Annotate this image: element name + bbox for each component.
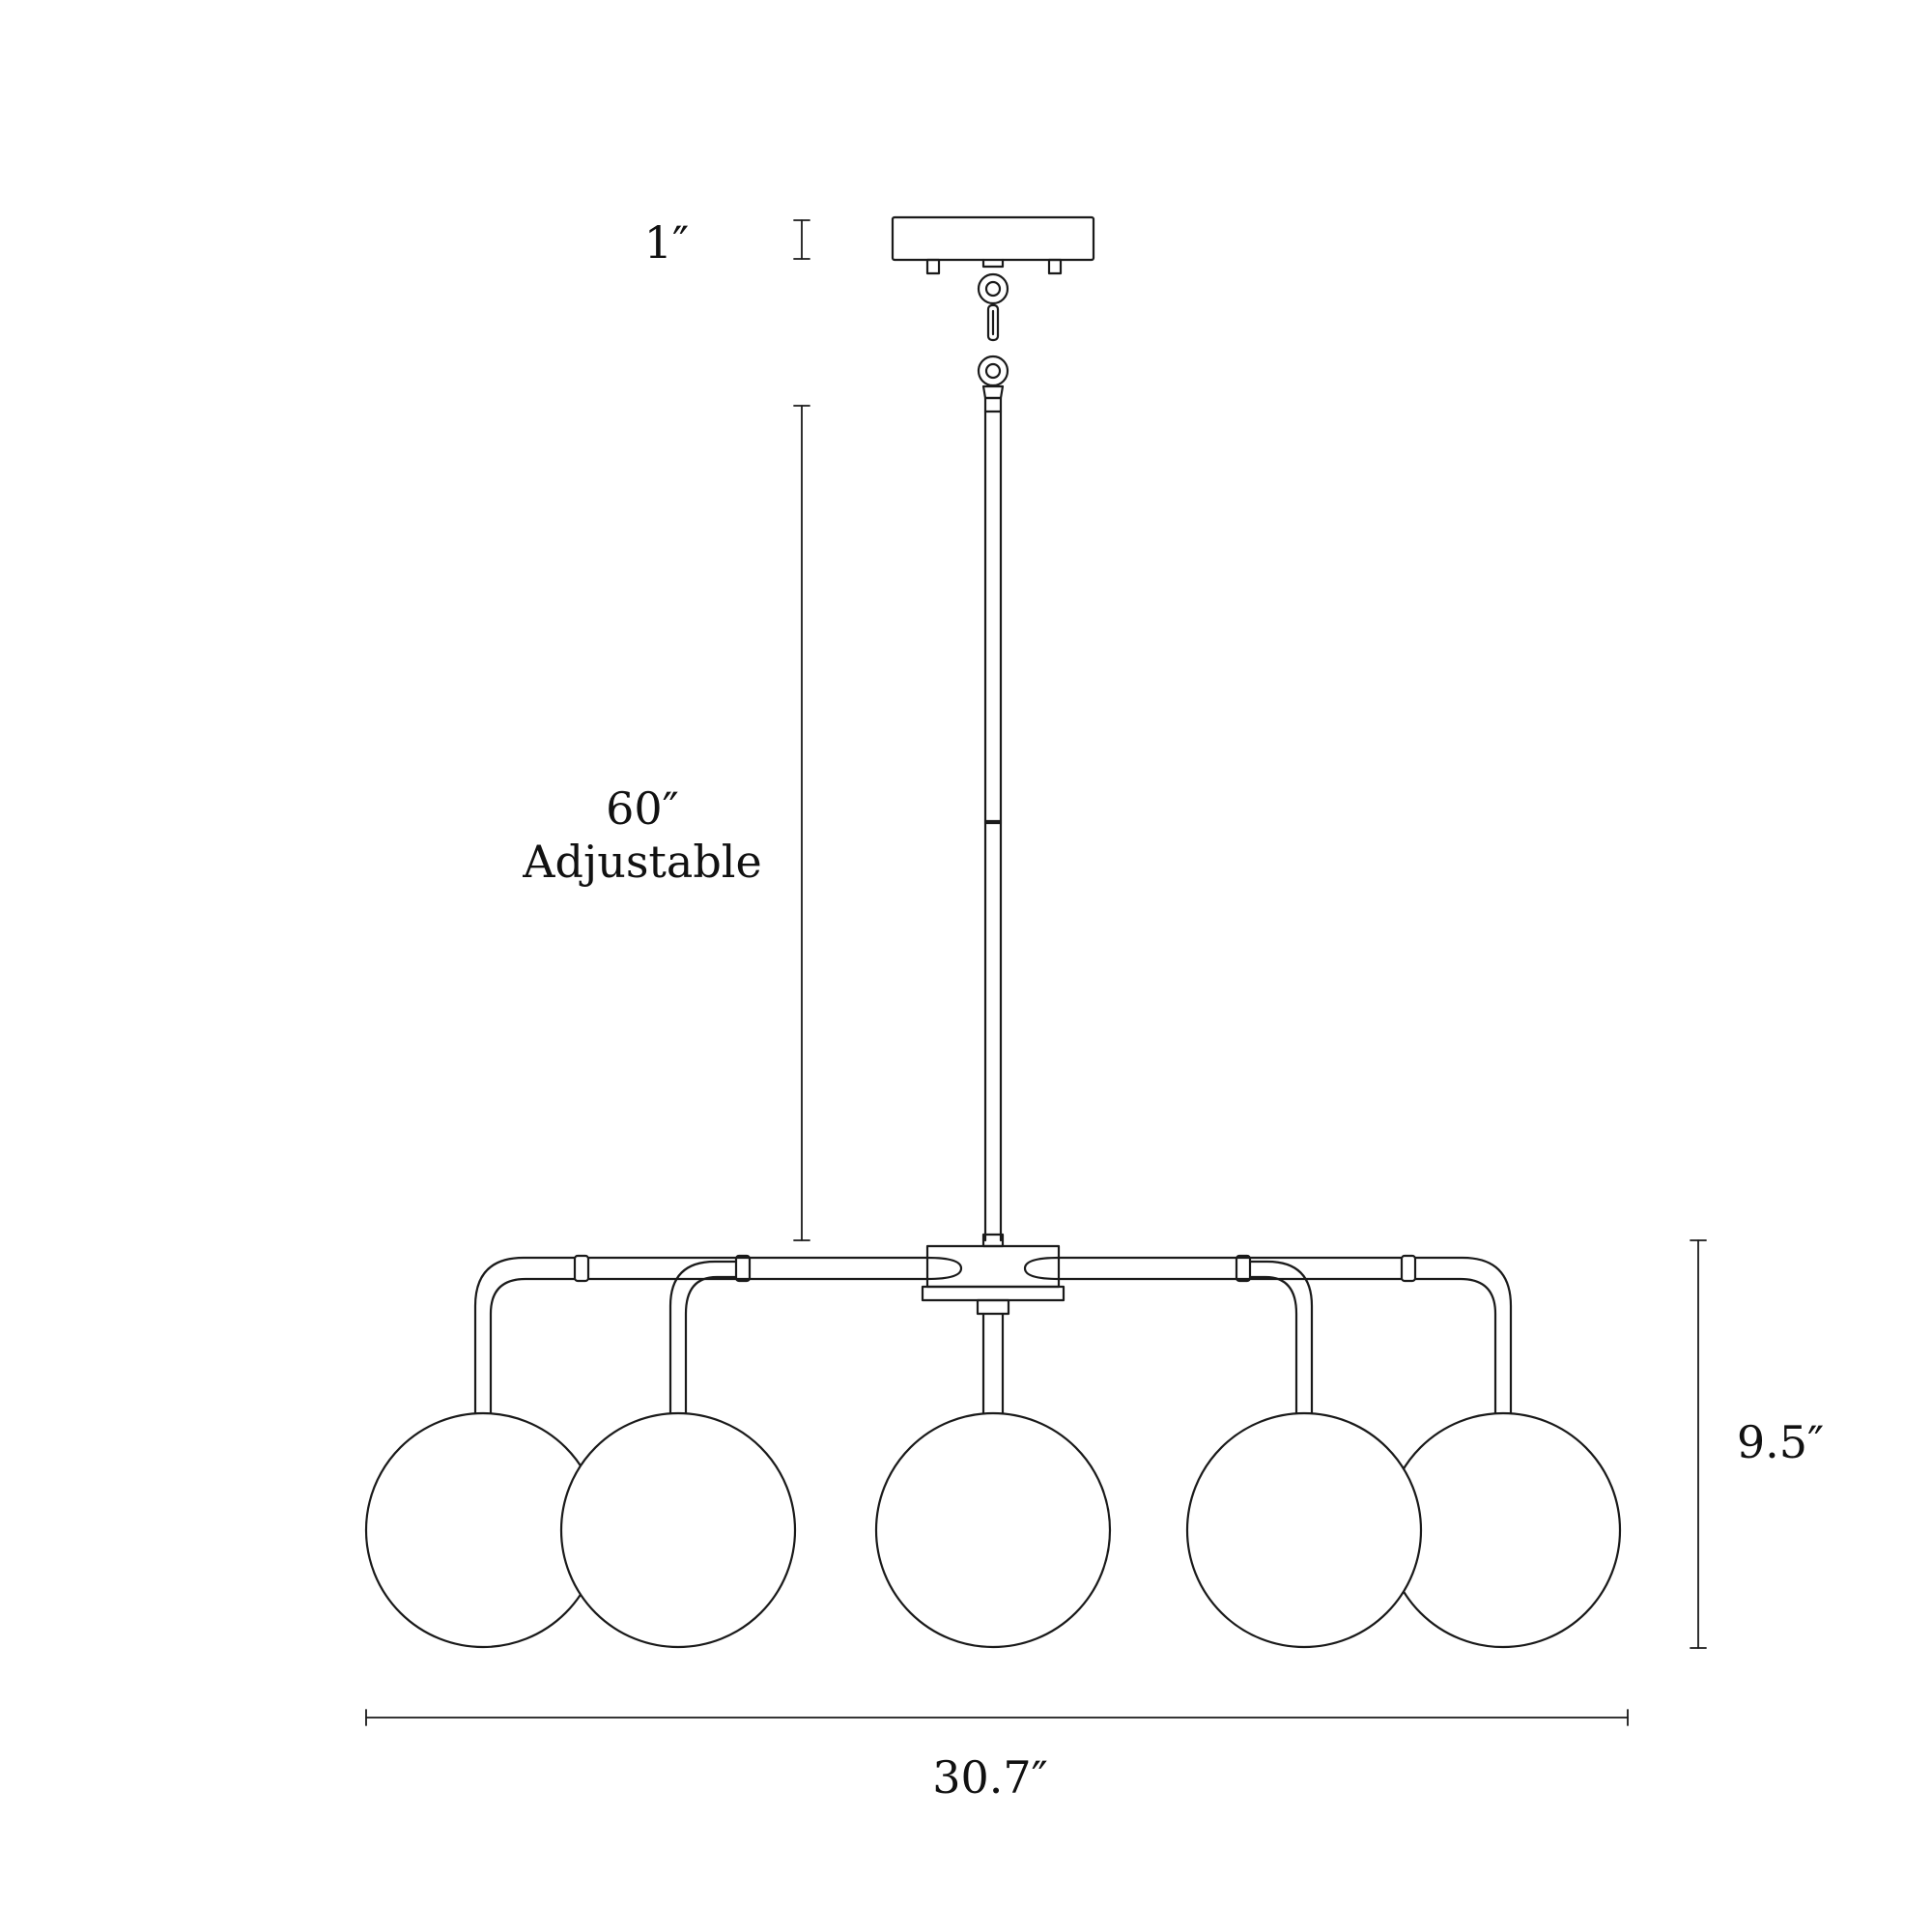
drop-length-value: 60″ <box>606 782 679 835</box>
fixture-height-dimension <box>1690 1239 1707 1649</box>
fixture-width-dimension <box>365 1709 1629 1726</box>
downrod <box>981 410 1005 1248</box>
canopy <box>891 215 1095 275</box>
center-hub <box>921 1244 1065 1420</box>
drop-length-dimension <box>793 405 810 1241</box>
canopy-height-dimension <box>793 219 810 260</box>
globes <box>364 1411 1622 1649</box>
dimension-lines <box>365 219 1707 1726</box>
drop-length-label: 60″ Adjustable <box>523 782 761 889</box>
canopy-height-label: 1″ <box>643 216 690 269</box>
fixture-height-label: 9.5″ <box>1736 1416 1825 1468</box>
globe-inner-left <box>559 1411 797 1649</box>
globe-inner-right <box>1185 1411 1423 1649</box>
drop-length-note: Adjustable <box>523 836 762 889</box>
globe-stems <box>473 1256 1513 1420</box>
chain <box>977 272 1009 413</box>
fixture-width-label: 30.7″ <box>932 1751 1048 1804</box>
globe-center <box>874 1411 1112 1649</box>
horizontal-arms <box>573 1254 1417 1283</box>
